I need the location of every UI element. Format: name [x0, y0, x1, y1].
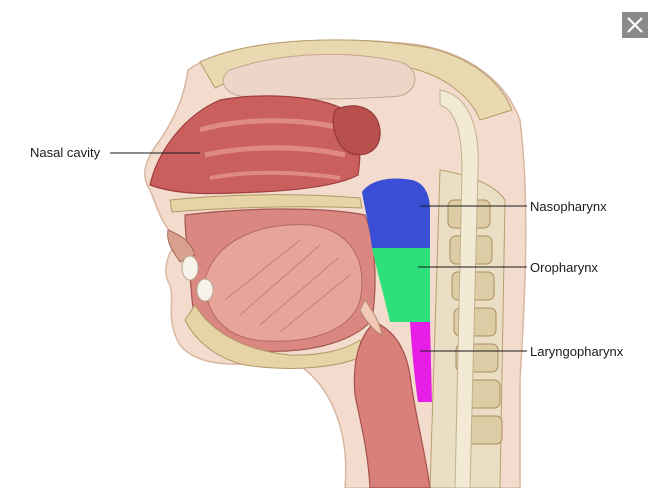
- epiglottis: [359, 299, 383, 336]
- spinal-cord: [439, 89, 479, 488]
- nasal-cavity-label: Nasal cavity: [30, 145, 101, 160]
- tongue-muscle-lines: [224, 239, 351, 333]
- nasal-concha-2: [204, 145, 346, 158]
- hard-palate: [169, 194, 363, 213]
- larynx: [353, 321, 431, 488]
- laryngopharynx-region: [410, 322, 432, 402]
- nasopharynx-label: Nasopharynx: [530, 199, 607, 214]
- oropharynx-label: Oropharynx: [530, 260, 598, 275]
- tongue: [204, 224, 363, 342]
- close-icon: [627, 17, 643, 33]
- lower-tooth: [196, 278, 214, 302]
- upper-tooth: [181, 255, 199, 281]
- nasal-concha-3: [209, 170, 341, 180]
- nasal-concha-1: [199, 118, 341, 133]
- brain: [222, 53, 416, 100]
- nasopharynx-region: [362, 178, 430, 248]
- sphenoid-sinus: [332, 105, 381, 156]
- laryngopharynx-label: Laryngopharynx: [530, 344, 624, 359]
- close-button[interactable]: [622, 12, 648, 38]
- oropharynx-region: [372, 248, 430, 322]
